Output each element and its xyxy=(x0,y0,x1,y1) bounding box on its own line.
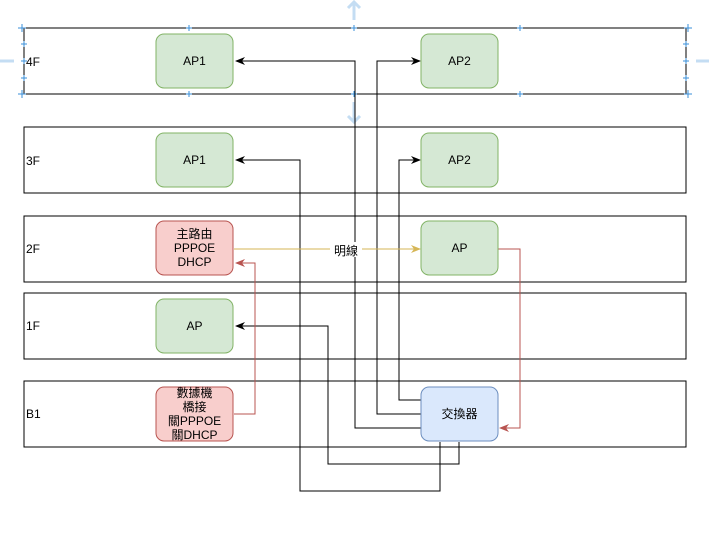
edge-2f-ap-to-switch[interactable] xyxy=(498,248,521,432)
node-main-router-label: PPPOE xyxy=(174,241,215,255)
floor-1f-label: 1F xyxy=(26,319,40,333)
resize-arrow-top-icon[interactable] xyxy=(346,0,362,20)
edge-switch-to-3f-ap2[interactable] xyxy=(398,156,421,401)
node-modem-label: 關DHCP xyxy=(171,428,217,442)
node-2f-ap[interactable]: AP xyxy=(420,220,499,276)
floor-4f-label: 4F xyxy=(26,55,40,69)
floor-b1-label: B1 xyxy=(26,407,41,421)
node-3f-ap1[interactable]: AP1 xyxy=(155,132,234,188)
node-3f-ap2-box[interactable] xyxy=(420,132,499,188)
node-main-router-label: 主路由 xyxy=(176,226,212,241)
node-4f-ap1[interactable]: AP1 xyxy=(155,33,234,89)
node-4f-ap1-label: AP1 xyxy=(183,54,206,68)
node-modem-label: 數據機 xyxy=(176,385,212,400)
node-modem-box[interactable] xyxy=(155,386,234,442)
selection-handles[interactable] xyxy=(0,0,709,125)
node-4f-ap2-box[interactable] xyxy=(420,33,499,89)
red-connectors xyxy=(234,248,521,432)
node-switch-box[interactable] xyxy=(420,386,499,442)
node-4f-ap2[interactable]: AP2 xyxy=(420,33,499,89)
node-2f-ap-label: AP xyxy=(451,241,467,255)
node-switch[interactable]: 交換器 xyxy=(420,386,499,442)
floor-2f-label: 2F xyxy=(26,242,40,256)
floor-3f-label: 3F xyxy=(26,154,40,168)
node-3f-ap2[interactable]: AP2 xyxy=(420,132,499,188)
node-modem-label: 橋接 xyxy=(182,399,206,414)
node-modem-label: 關PPPOE xyxy=(168,414,221,428)
node-3f-ap1-label: AP1 xyxy=(183,153,206,167)
edge-switch-to-4f-ap2[interactable] xyxy=(376,57,421,415)
edge-switch-to-3f-ap1[interactable] xyxy=(235,156,441,492)
node-switch-label: 交換器 xyxy=(441,406,477,421)
node-1f-ap[interactable]: AP xyxy=(155,298,234,354)
node-main-router-box[interactable] xyxy=(155,220,234,276)
edge-router-to-2f-ap[interactable]: 明線 xyxy=(234,242,421,258)
corner-handle-icons[interactable] xyxy=(18,24,692,98)
node-1f-ap-box[interactable] xyxy=(155,298,234,354)
edge-label-mingxian: 明線 xyxy=(334,243,358,258)
node-2f-ap-box[interactable] xyxy=(420,220,499,276)
node-3f-ap1-box[interactable] xyxy=(155,132,234,188)
node-4f-ap1-box[interactable] xyxy=(155,33,234,89)
edge-switch-to-1f-ap[interactable] xyxy=(235,322,460,465)
node-3f-ap2-label: AP2 xyxy=(448,153,471,167)
node-4f-ap2-label: AP2 xyxy=(448,54,471,68)
resize-arrow-bottom-icon[interactable] xyxy=(346,102,362,125)
node-1f-ap-label: AP xyxy=(186,319,202,333)
edge-modem-to-router[interactable] xyxy=(234,259,256,415)
node-main-router-label: DHCP xyxy=(177,255,211,269)
